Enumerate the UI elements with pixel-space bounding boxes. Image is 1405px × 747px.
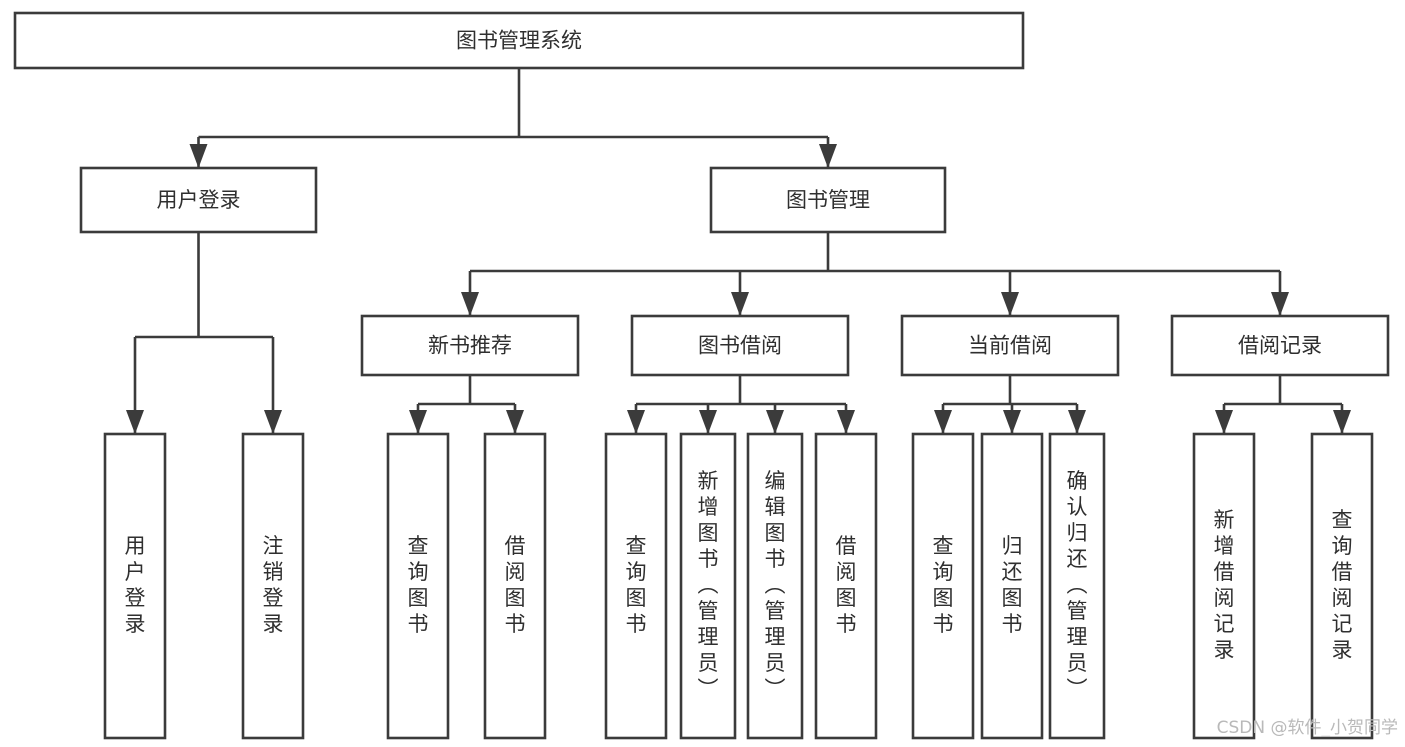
arrow-head-icon-current-borrow [1001, 292, 1019, 316]
arrow-head-icon-new-book-recommend [461, 292, 479, 316]
node-label-root: 图书管理系统 [456, 29, 582, 53]
node-borrow-record[interactable]: 借阅记录 [1170, 314, 1390, 377]
node-label-bb-edit-book: 编辑图书︵管理员︶ [765, 469, 786, 701]
node-label-bb-query-book: 查询图书 [626, 534, 647, 636]
node-label-cb-return-book: 归还图书 [1002, 534, 1023, 636]
arrow-head-icon-bb-add-book [699, 410, 717, 434]
node-box-borrow-record [1170, 314, 1390, 377]
node-label-br-query-record: 查询借阅记录 [1332, 508, 1353, 662]
node-book-borrow[interactable]: 图书借阅 [630, 314, 850, 377]
node-user-login-do[interactable]: 用户登录 [103, 432, 167, 740]
node-box-bb-add-book [679, 432, 737, 740]
arrow-head-icon-bb-borrow-book [837, 410, 855, 434]
node-box-bb-edit-book [746, 432, 804, 740]
node-label-user-login-do: 用户登录 [125, 534, 146, 636]
node-box-user-login [79, 166, 318, 234]
node-new-book-recommend[interactable]: 新书推荐 [360, 314, 580, 377]
node-user-login[interactable]: 用户登录 [79, 166, 318, 234]
arrow-head-icon-book-borrow [731, 292, 749, 316]
node-user-logout[interactable]: 注销登录 [241, 432, 305, 740]
arrow-head-icon-cb-query-book [934, 410, 952, 434]
node-label-book-manage: 图书管理 [786, 188, 870, 212]
arrow-head-icon-bb-query-book [627, 410, 645, 434]
arrow-head-icon-br-query-record [1333, 410, 1351, 434]
arrow-head-icon-user-login-do [126, 410, 144, 434]
node-box-cb-return-book [980, 432, 1044, 740]
node-bb-add-book[interactable]: 新增图书︵管理员︶ [679, 432, 737, 740]
node-bb-edit-book[interactable]: 编辑图书︵管理员︶ [746, 432, 804, 740]
node-box-new-book-recommend [360, 314, 580, 377]
node-box-br-add-record [1192, 432, 1256, 740]
node-box-br-query-record [1310, 432, 1374, 740]
arrow-head-icon-user-logout [264, 410, 282, 434]
node-label-nbr-borrow-book: 借阅图书 [505, 534, 526, 636]
node-box-user-logout [241, 432, 305, 740]
arrow-head-icon-cb-return-book [1003, 410, 1021, 434]
node-br-add-record[interactable]: 新增借阅记录 [1192, 432, 1256, 740]
node-label-current-borrow: 当前借阅 [968, 334, 1052, 358]
connector-layer [126, 68, 1351, 434]
arrow-head-icon-br-add-record [1215, 410, 1233, 434]
node-label-br-add-record: 新增借阅记录 [1214, 508, 1235, 662]
node-label-nbr-query-book: 查询图书 [408, 534, 429, 636]
node-label-new-book-recommend: 新书推荐 [428, 334, 512, 358]
node-label-borrow-record: 借阅记录 [1238, 334, 1322, 358]
arrow-head-icon-bb-edit-book [766, 410, 784, 434]
node-br-query-record[interactable]: 查询借阅记录 [1310, 432, 1374, 740]
node-box-bb-borrow-book [814, 432, 878, 740]
node-box-nbr-query-book [386, 432, 450, 740]
node-box-book-manage [709, 166, 947, 234]
node-box-book-borrow [630, 314, 850, 377]
node-current-borrow[interactable]: 当前借阅 [900, 314, 1120, 377]
node-book-manage[interactable]: 图书管理 [709, 166, 947, 234]
arrow-head-icon-nbr-borrow-book [506, 410, 524, 434]
node-box-root [13, 11, 1025, 70]
node-nbr-borrow-book[interactable]: 借阅图书 [483, 432, 547, 740]
node-cb-confirm-return[interactable]: 确认归还︵管理员︶ [1048, 432, 1106, 740]
node-label-cb-confirm-return: 确认归还︵管理员︶ [1067, 469, 1088, 701]
node-label-user-logout: 注销登录 [263, 534, 284, 636]
node-box-cb-confirm-return [1048, 432, 1106, 740]
arrow-head-icon-nbr-query-book [409, 410, 427, 434]
node-cb-return-book[interactable]: 归还图书 [980, 432, 1044, 740]
node-nbr-query-book[interactable]: 查询图书 [386, 432, 450, 740]
node-label-user-login: 用户登录 [157, 188, 241, 212]
arrow-head-icon-user-login [189, 144, 208, 168]
node-box-user-login-do [103, 432, 167, 740]
node-label-bb-add-book: 新增图书︵管理员︶ [698, 469, 719, 701]
node-cb-query-book[interactable]: 查询图书 [911, 432, 975, 740]
node-bb-borrow-book[interactable]: 借阅图书 [814, 432, 878, 740]
node-box-nbr-borrow-book [483, 432, 547, 740]
node-box-cb-query-book [911, 432, 975, 740]
node-bb-query-book[interactable]: 查询图书 [604, 432, 668, 740]
node-label-book-borrow: 图书借阅 [698, 334, 782, 358]
node-label-bb-borrow-book: 借阅图书 [836, 534, 857, 636]
node-box-current-borrow [900, 314, 1120, 377]
node-label-cb-query-book: 查询图书 [933, 534, 954, 636]
arrow-head-icon-cb-confirm-return [1068, 410, 1086, 434]
arrow-head-icon-book-manage [819, 144, 837, 168]
node-root[interactable]: 图书管理系统 [13, 11, 1025, 70]
arrow-head-icon-borrow-record [1271, 292, 1289, 316]
csdn-watermark: CSDN @软件_小贺同学 [1217, 718, 1398, 738]
node-box-bb-query-book [604, 432, 668, 740]
